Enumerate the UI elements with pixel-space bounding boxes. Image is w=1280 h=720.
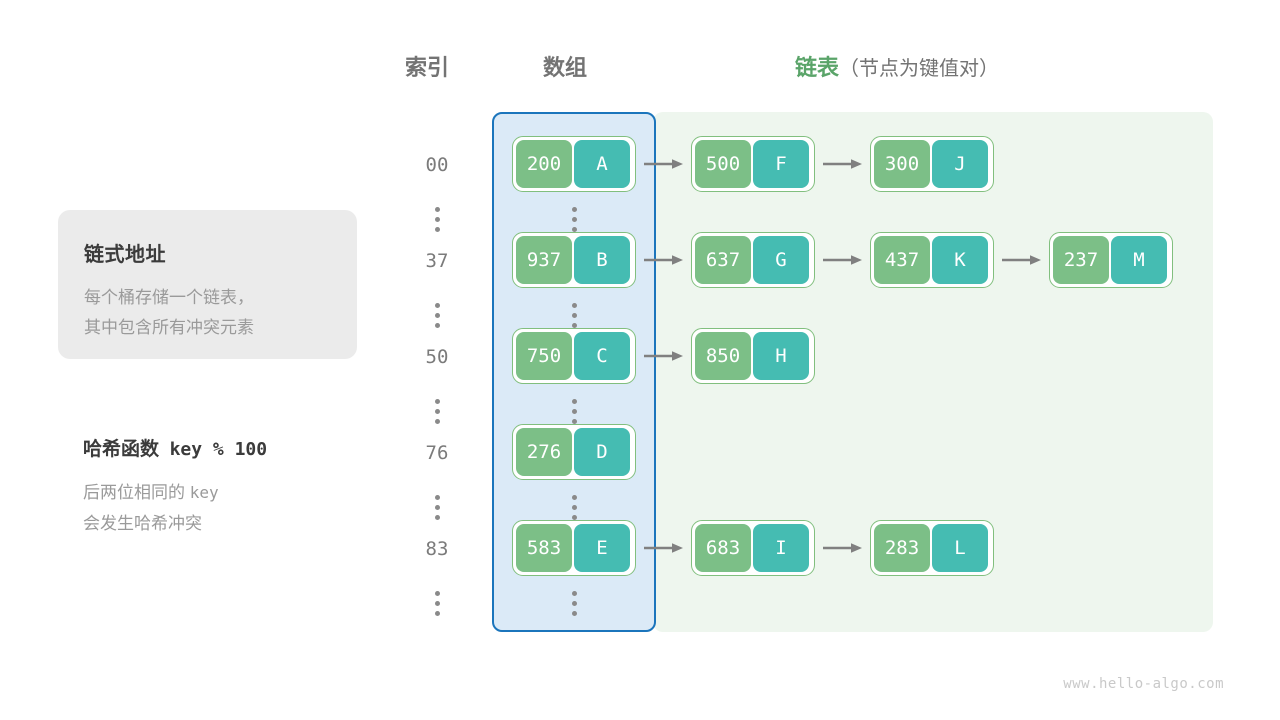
node-key: 637	[695, 236, 751, 284]
info-panel-body: 每个桶存储一个链表， 其中包含所有冲突元素	[84, 283, 331, 343]
bucket-index-label: 83	[425, 538, 449, 560]
node-key: 237	[1053, 236, 1109, 284]
node-key: 850	[695, 332, 751, 380]
node-key: 683	[695, 524, 751, 572]
node-value: H	[753, 332, 809, 380]
hash-function-body-line-1: 后两位相同的 key	[83, 477, 383, 508]
node-key: 200	[516, 140, 572, 188]
chain-arrow-icon	[823, 542, 862, 554]
node-key: 583	[516, 524, 572, 572]
node-value: J	[932, 140, 988, 188]
node-key: 283	[874, 524, 930, 572]
bucket-index-label: 37	[425, 250, 449, 272]
info-panel-chaining: 链式地址 每个桶存储一个链表， 其中包含所有冲突元素	[58, 210, 357, 359]
column-header-array: 数组	[543, 55, 588, 80]
node-value: L	[932, 524, 988, 572]
node-key: 437	[874, 236, 930, 284]
hash-function-body-line-2: 会发生哈希冲突	[83, 514, 202, 533]
node-value: D	[574, 428, 630, 476]
info-panel-body-line-1: 每个桶存储一个链表，	[84, 288, 254, 307]
hash-function-label: 哈希函数	[83, 439, 160, 460]
array-ellipsis	[564, 586, 584, 616]
node-value: F	[753, 140, 809, 188]
bucket-index-label: 00	[425, 154, 449, 176]
node-key: 300	[874, 140, 930, 188]
index-ellipsis	[427, 394, 447, 424]
index-ellipsis	[427, 202, 447, 232]
node-key: 500	[695, 140, 751, 188]
chain-arrow-icon	[823, 158, 862, 170]
node-key: 937	[516, 236, 572, 284]
node-value: M	[1111, 236, 1167, 284]
chain-arrow-icon	[644, 542, 683, 554]
array-ellipsis	[564, 490, 584, 520]
node-value: I	[753, 524, 809, 572]
column-header-index: 索引	[405, 55, 450, 80]
node-value: B	[574, 236, 630, 284]
chain-arrow-icon	[644, 254, 683, 266]
node-value: G	[753, 236, 809, 284]
index-ellipsis	[427, 490, 447, 520]
index-ellipsis	[427, 298, 447, 328]
bucket-index-label: 50	[425, 346, 449, 368]
node-value: K	[932, 236, 988, 284]
hash-note-key-token: key	[189, 483, 219, 502]
column-header-linkedlist: 链表（节点为键值对）	[795, 50, 999, 82]
column-header-linkedlist-main: 链表	[795, 55, 840, 80]
node-key: 750	[516, 332, 572, 380]
chain-arrow-icon	[644, 350, 683, 362]
bucket-index-label: 76	[425, 442, 449, 464]
hash-function-expression: key % 100	[169, 439, 268, 460]
hash-function-body: 后两位相同的 key 会发生哈希冲突	[83, 477, 383, 539]
info-panel-title: 链式地址	[84, 244, 166, 266]
info-panel-body-line-2: 其中包含所有冲突元素	[84, 318, 254, 337]
chain-arrow-icon	[823, 254, 862, 266]
watermark: www.hello-algo.com	[1063, 676, 1224, 692]
node-key: 276	[516, 428, 572, 476]
array-ellipsis	[564, 298, 584, 328]
hash-function-note: 哈希函数 key % 100 后两位相同的 key 会发生哈希冲突	[83, 434, 383, 539]
column-header-linkedlist-sub: （节点为键值对）	[839, 58, 1000, 80]
node-value: E	[574, 524, 630, 572]
array-ellipsis	[564, 202, 584, 232]
node-value: A	[574, 140, 630, 188]
index-ellipsis	[427, 586, 447, 616]
node-value: C	[574, 332, 630, 380]
hash-function-title: 哈希函数 key % 100	[83, 434, 383, 461]
array-ellipsis	[564, 394, 584, 424]
chain-arrow-icon	[1002, 254, 1041, 266]
chain-arrow-icon	[644, 158, 683, 170]
hash-note-text-a: 后两位相同的	[83, 483, 185, 502]
